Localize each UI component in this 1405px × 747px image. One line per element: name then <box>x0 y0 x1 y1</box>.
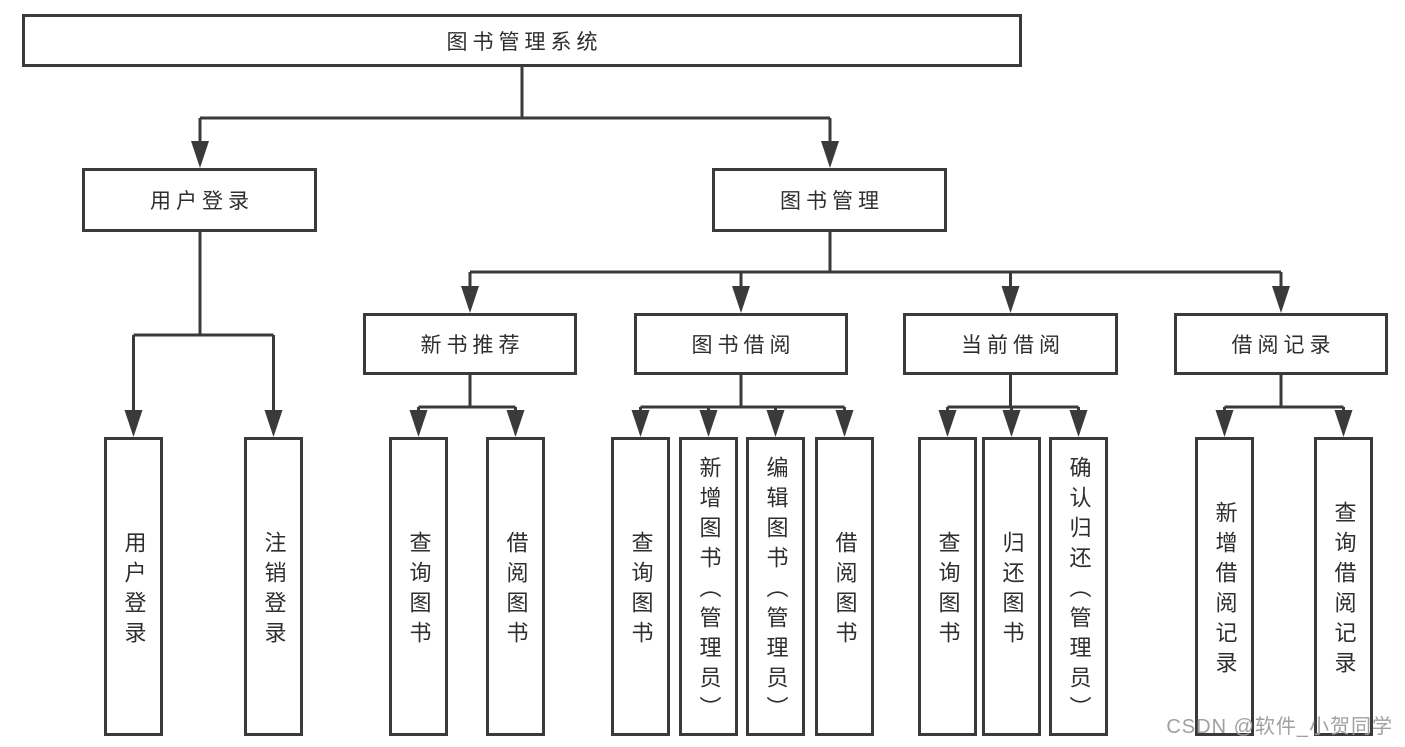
arrowhead-icon <box>699 410 718 437</box>
leaf-query-books-borrow: 查询图书 <box>611 437 670 736</box>
arrowhead-icon <box>506 410 525 437</box>
leaf-confirm-return-admin-label: 确认归还（管理员） <box>1066 455 1092 726</box>
leaf-return-books: 归还图书 <box>982 437 1041 736</box>
node-book-management: 图书管理 <box>712 168 947 232</box>
leaf-query-borrow-record-label: 查询借阅记录 <box>1331 500 1357 681</box>
arrowhead-icon <box>461 286 479 313</box>
node-new-book-recommend-label: 新书推荐 <box>420 334 525 357</box>
leaf-edit-books-admin-label: 编辑图书（管理员） <box>763 455 789 726</box>
node-book-management-label: 图书管理 <box>780 190 884 213</box>
leaf-logout: 注销登录 <box>244 437 303 736</box>
arrowhead-icon <box>1069 410 1088 437</box>
leaf-edit-books-admin: 编辑图书（管理员） <box>746 437 805 736</box>
leaf-query-books-current: 查询图书 <box>918 437 977 736</box>
arrowhead-icon <box>1215 410 1234 437</box>
arrowhead-icon <box>938 410 957 437</box>
arrowhead-icon <box>732 286 750 313</box>
leaf-user-login-label: 用户登录 <box>121 530 147 651</box>
leaf-query-books-recommend-label: 查询图书 <box>406 530 432 651</box>
leaf-add-borrow-record: 新增借阅记录 <box>1195 437 1254 736</box>
arrowhead-icon <box>264 410 283 437</box>
node-current-borrowing: 当前借阅 <box>903 313 1118 375</box>
node-book-borrowing-label: 图书借阅 <box>691 334 796 357</box>
node-root-label: 图书管理系统 <box>446 30 603 54</box>
arrowhead-icon <box>835 410 854 437</box>
leaf-borrow-books: 借阅图书 <box>815 437 874 736</box>
arrowhead-icon <box>766 410 785 437</box>
node-book-borrowing: 图书借阅 <box>634 313 848 375</box>
arrowhead-icon <box>1272 286 1290 313</box>
arrowhead-icon <box>409 410 428 437</box>
leaf-query-borrow-record: 查询借阅记录 <box>1314 437 1373 736</box>
node-user-login: 用户登录 <box>82 168 317 232</box>
arrowhead-icon <box>1001 286 1020 313</box>
leaf-borrow-books-recommend-label: 借阅图书 <box>503 530 529 651</box>
leaf-confirm-return-admin: 确认归还（管理员） <box>1049 437 1108 736</box>
leaf-add-borrow-record-label: 新增借阅记录 <box>1212 500 1238 681</box>
node-borrowing-records: 借阅记录 <box>1174 313 1388 375</box>
arrowhead-icon <box>191 141 209 168</box>
arrowhead-icon <box>124 410 143 437</box>
arrowheads <box>124 141 1353 437</box>
arrowhead-icon <box>1002 410 1021 437</box>
arrowhead-icon <box>1334 410 1353 437</box>
leaf-query-books-borrow-label: 查询图书 <box>628 530 654 651</box>
arrowhead-icon <box>821 141 839 168</box>
leaf-user-login: 用户登录 <box>104 437 163 736</box>
leaf-add-books-admin-label: 新增图书（管理员） <box>696 455 722 726</box>
node-root: 图书管理系统 <box>22 14 1022 67</box>
node-current-borrowing-label: 当前借阅 <box>961 334 1065 357</box>
leaf-query-books-current-label: 查询图书 <box>935 530 961 651</box>
leaf-borrow-books-label: 借阅图书 <box>832 530 858 651</box>
node-user-login-label: 用户登录 <box>150 190 254 213</box>
leaf-return-books-label: 归还图书 <box>999 530 1025 651</box>
leaf-borrow-books-recommend: 借阅图书 <box>486 437 545 736</box>
leaf-add-books-admin: 新增图书（管理员） <box>679 437 738 736</box>
leaf-query-books-recommend: 查询图书 <box>389 437 448 736</box>
arrowhead-icon <box>631 410 650 437</box>
leaf-logout-label: 注销登录 <box>261 530 287 651</box>
watermark: CSDN @软件_小贺同学 <box>1166 716 1393 738</box>
node-borrowing-records-label: 借阅记录 <box>1231 334 1336 357</box>
node-new-book-recommend: 新书推荐 <box>363 313 577 375</box>
